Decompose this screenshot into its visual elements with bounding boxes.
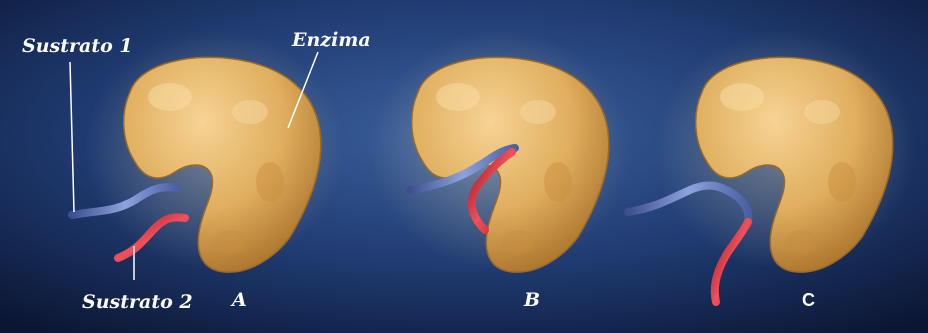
- enzyme-label: Enzima: [291, 29, 371, 51]
- panel-b-label: B: [523, 289, 540, 311]
- panel-c-label: C: [802, 290, 815, 310]
- panel-a-label: A: [230, 289, 247, 311]
- substrate1-label: Sustrato 1: [22, 35, 133, 57]
- substrate2-label: Sustrato 2: [82, 291, 193, 313]
